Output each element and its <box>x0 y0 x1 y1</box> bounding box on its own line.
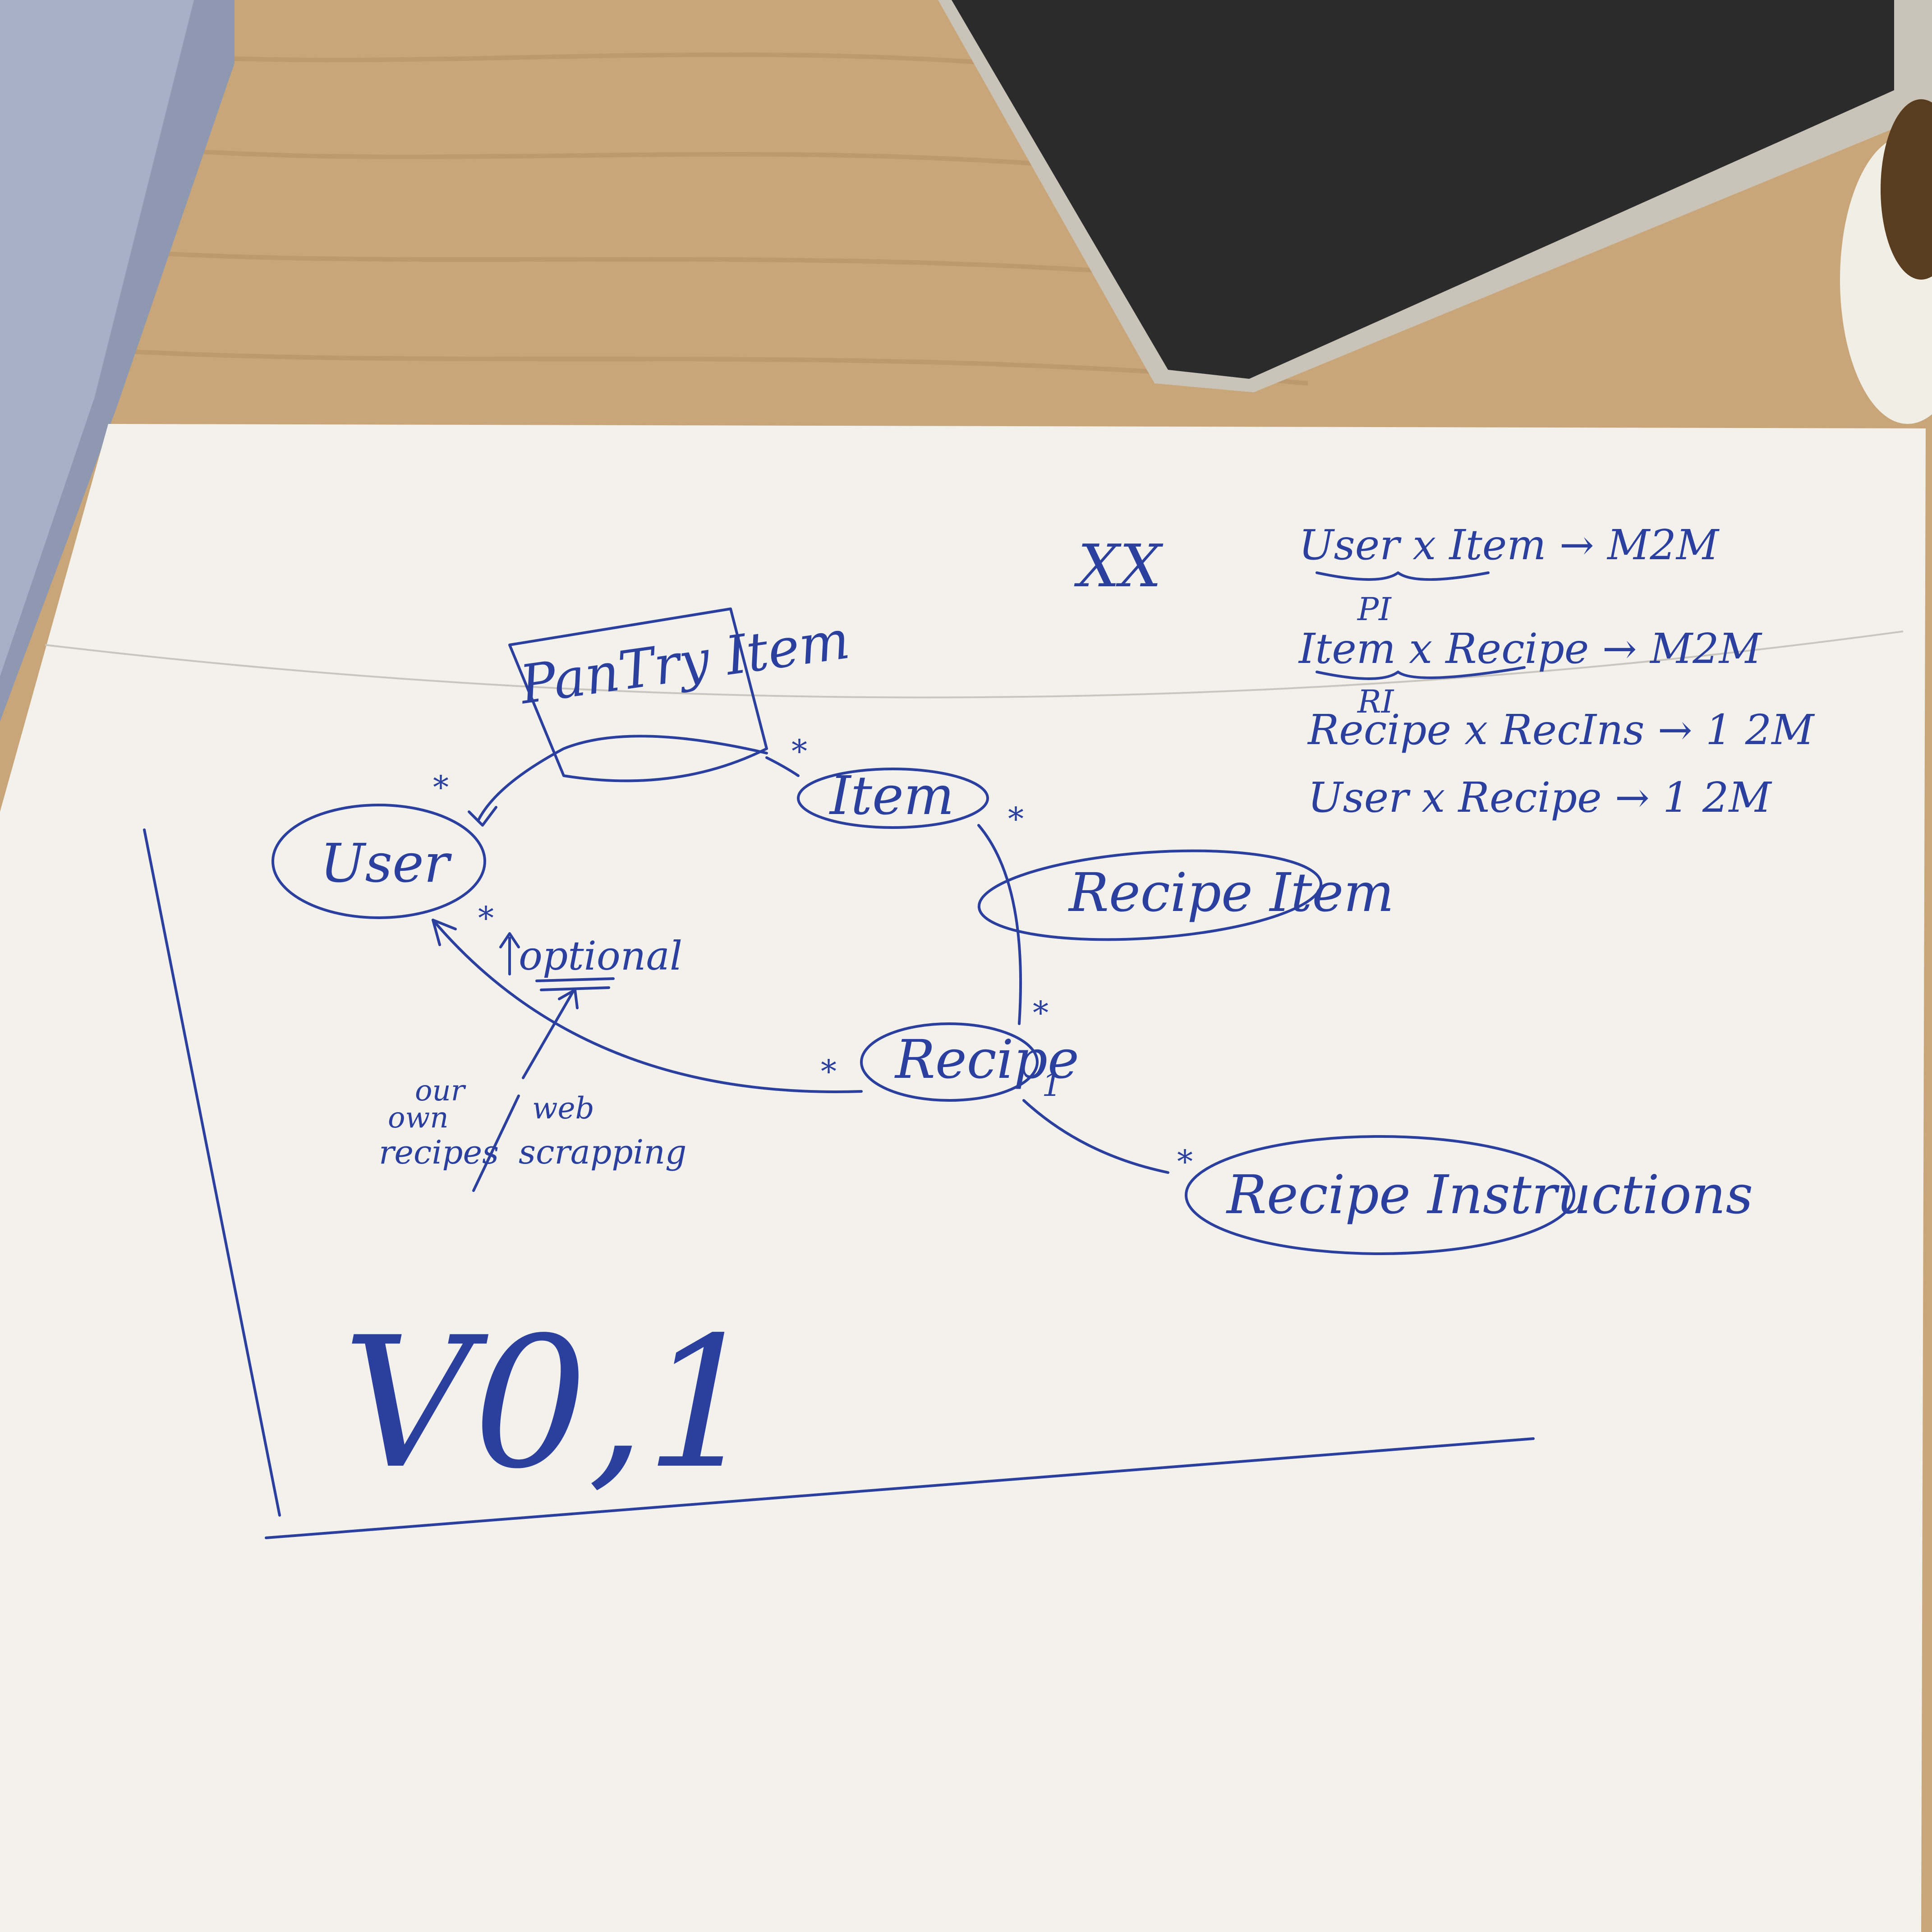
relation-sub-ri: RI <box>1357 683 1394 720</box>
arrow-pantry-user <box>468 806 497 827</box>
card-item-recipe-bottom: * <box>1033 994 1049 1031</box>
card-user-recipe-user: * <box>478 900 494 937</box>
connector-pantry-user <box>477 735 768 822</box>
paper-fold <box>45 630 1904 699</box>
tablet-screen <box>952 0 1894 379</box>
brace-pi <box>1316 571 1490 581</box>
item-ellipse <box>797 768 989 829</box>
version-label: V0,1 <box>343 1299 760 1509</box>
relation-user-recipe: User x Recipe → 1 2M <box>1308 773 1772 822</box>
pantry-item-box <box>508 607 768 782</box>
connector-item-recipe <box>977 824 1022 1025</box>
recipe-instruction-ellipse <box>1185 1135 1575 1255</box>
optional-label: optional <box>519 933 682 979</box>
title-mark: XX <box>1074 532 1164 600</box>
frame-left-line <box>143 828 281 1517</box>
card-recipe-ins-recipe: 1 <box>1042 1067 1062 1104</box>
brace-ri <box>1316 666 1526 680</box>
user-label: User <box>320 832 452 894</box>
optional-arrow-up <box>499 932 520 975</box>
arrow-user-recipe <box>432 919 457 946</box>
paper-sheet <box>0 424 1926 1932</box>
own-recipes-line-3: recipes <box>379 1133 499 1171</box>
relation-user-item: User x Item → M2M <box>1299 521 1720 569</box>
recipe-item-label: Recipe Item <box>1068 861 1394 924</box>
mug-coffee <box>1881 99 1932 280</box>
relation-sub-pi: PI <box>1357 591 1392 628</box>
recipe-instruction-label: Recipe Instructions <box>1226 1164 1753 1226</box>
web-scraping-line-1: web <box>532 1091 594 1126</box>
relation-recipe-recins: Recipe x RecIns → 1 2M <box>1307 706 1815 754</box>
frame-bottom-line <box>265 1437 1535 1539</box>
card-recipe-ins-ins: * <box>1177 1143 1193 1180</box>
source-divider <box>472 1095 520 1192</box>
recipe-label: Recipe <box>894 1028 1079 1090</box>
card-pantry-user: * <box>433 769 449 806</box>
card-pantry-item: * <box>791 733 807 770</box>
recipe-ellipse <box>860 1022 1039 1102</box>
wood-grain <box>135 52 1308 386</box>
card-user-recipe-recipe: * <box>821 1053 837 1090</box>
optional-pointer <box>522 989 579 1079</box>
user-ellipse <box>271 804 486 919</box>
recipe-item-ellipse <box>977 849 1323 941</box>
web-scraping-line-2: scrapping <box>519 1133 686 1172</box>
own-recipes-line-1: our <box>415 1074 466 1108</box>
card-item-recipe-top: * <box>1008 800 1024 837</box>
laptop-grille <box>0 0 194 676</box>
connector-pantry-item <box>765 756 800 777</box>
connector-recipe-instruction <box>1022 1099 1169 1174</box>
item-label: Item <box>829 764 954 827</box>
connector-user-recipe <box>432 919 863 1093</box>
relation-item-recipe: Item x Recipe → M2M <box>1298 625 1763 673</box>
own-recipes-line-2: own <box>388 1101 449 1135</box>
